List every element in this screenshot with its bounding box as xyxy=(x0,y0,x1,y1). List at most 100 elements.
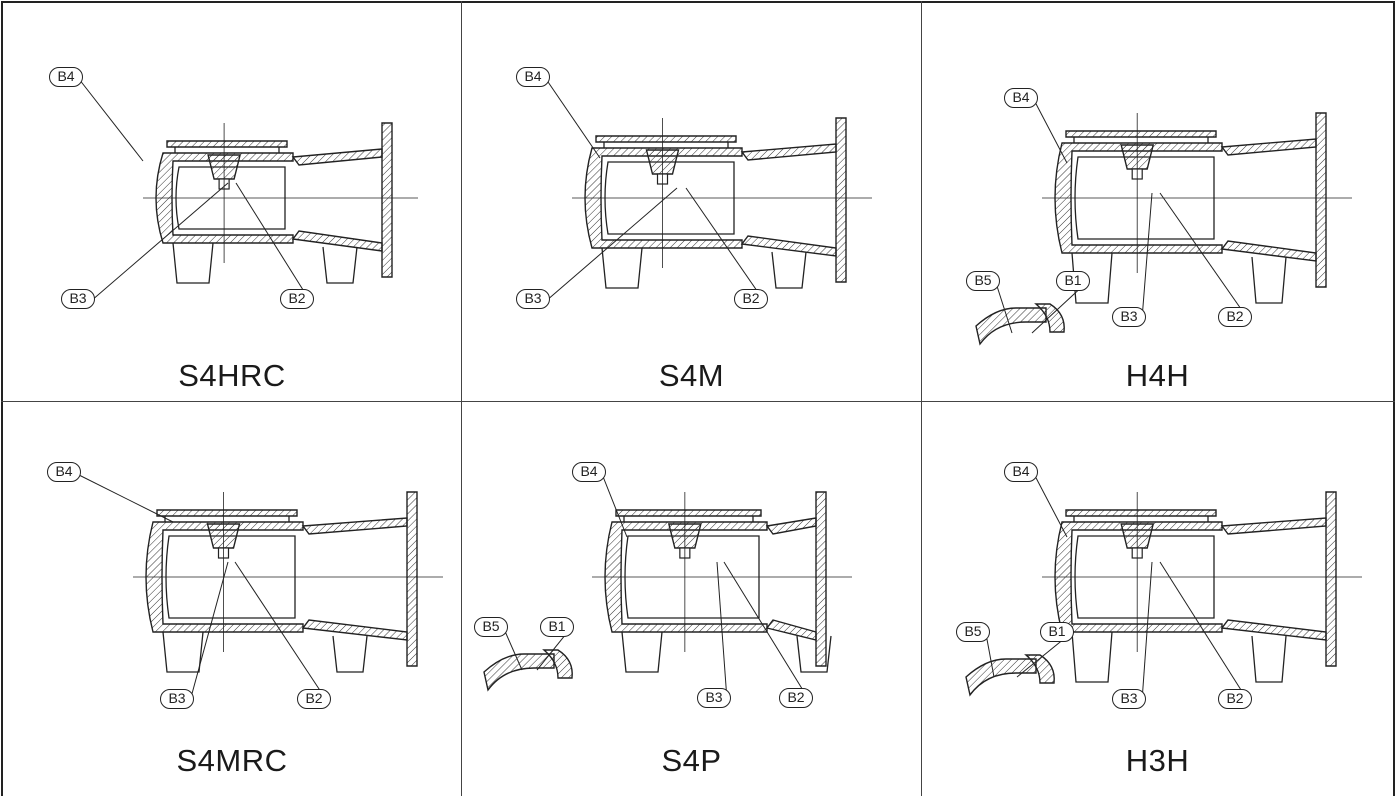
discharge-wall-bottom xyxy=(1220,619,1327,641)
detail-inset-ring xyxy=(542,649,573,679)
callout-label: B2 xyxy=(734,289,768,309)
callout-label: B1 xyxy=(540,617,574,637)
volute-chamber xyxy=(1074,535,1215,619)
discharge-wall-bottom xyxy=(740,235,837,257)
casing-wall xyxy=(145,521,304,633)
model-label: S4M xyxy=(658,358,725,393)
flange xyxy=(1325,491,1337,667)
callout-label: B2 xyxy=(779,688,813,708)
foot-right xyxy=(796,635,832,673)
cover-plate xyxy=(1065,130,1217,138)
volute-chamber xyxy=(165,535,296,619)
callout-label: B3 xyxy=(160,689,194,709)
leader-line xyxy=(235,182,311,302)
cover-bolts xyxy=(603,142,729,148)
foot-right xyxy=(332,635,368,673)
leader-line xyxy=(985,633,995,678)
table-top-border xyxy=(1,1,1395,3)
volute-chamber xyxy=(604,161,735,235)
cover-plate xyxy=(1065,509,1217,517)
discharge-wall-top xyxy=(765,517,817,535)
foot-right xyxy=(1251,635,1287,683)
leader-line xyxy=(1033,473,1068,538)
leader-line xyxy=(995,282,1013,334)
detail-inset xyxy=(483,653,555,692)
pump-casing-section-drawing xyxy=(78,78,418,302)
pump-casing-section-drawing xyxy=(76,473,443,702)
callout-label: B2 xyxy=(1218,689,1252,709)
leader-line xyxy=(234,561,328,702)
callout-label: B2 xyxy=(1218,307,1252,327)
callout-label: B2 xyxy=(280,289,314,309)
column-divider-1 xyxy=(461,1,462,796)
leader-line xyxy=(601,473,628,538)
discharge-wall-bottom xyxy=(291,230,383,252)
leader-line xyxy=(545,187,678,302)
foot-left xyxy=(601,247,643,289)
casing-wall xyxy=(155,152,294,244)
leader-line xyxy=(1141,192,1153,320)
callout-label: B4 xyxy=(572,462,606,482)
model-label: S4MRC xyxy=(176,743,288,778)
callout-label: B4 xyxy=(1004,88,1038,108)
table-right-border xyxy=(1393,1,1395,796)
cover-plate xyxy=(166,140,288,148)
cover-bolts xyxy=(1073,137,1209,143)
leader-line xyxy=(189,561,229,702)
casing-wall xyxy=(604,521,768,633)
leader-line xyxy=(716,561,728,701)
discharge-wall-top xyxy=(1220,517,1327,535)
table-left-border xyxy=(1,1,3,796)
column-divider-2 xyxy=(921,1,922,796)
callout-label: B4 xyxy=(516,67,550,87)
discharge-wall-top xyxy=(740,143,837,161)
pump-casing-section-drawing xyxy=(975,99,1352,346)
detail-inset xyxy=(975,307,1047,346)
callout-label: B2 xyxy=(297,689,331,709)
callout-label: B4 xyxy=(49,67,83,87)
model-label: S4P xyxy=(661,743,722,778)
casing-wall xyxy=(1054,142,1223,254)
callout-label: B4 xyxy=(1004,462,1038,482)
leader-line xyxy=(1159,561,1249,702)
leader-line xyxy=(503,628,523,671)
cover-bolts xyxy=(164,516,290,522)
foot-left xyxy=(162,631,204,673)
callout-label: B3 xyxy=(61,289,95,309)
flange xyxy=(815,491,827,667)
leader-line xyxy=(545,78,601,159)
cover-plate xyxy=(615,509,762,517)
leader-line xyxy=(1031,282,1087,334)
discharge-wall-top xyxy=(301,517,408,535)
callout-label: B3 xyxy=(1112,689,1146,709)
pump-casing-section-drawing xyxy=(965,473,1362,702)
callout-label: B5 xyxy=(956,622,990,642)
detail-inset-ring xyxy=(1034,303,1065,333)
flange xyxy=(406,491,418,667)
volute-chamber xyxy=(175,166,286,230)
callout-label: B1 xyxy=(1040,622,1074,642)
callout-label: B3 xyxy=(1112,307,1146,327)
flange xyxy=(835,117,847,283)
leader-line xyxy=(78,78,144,162)
detail-inset xyxy=(965,658,1037,697)
callout-label: B3 xyxy=(516,289,550,309)
cover-bolts xyxy=(1073,516,1209,522)
leader-line xyxy=(1141,561,1153,702)
leader-line xyxy=(76,473,174,523)
casing-wall xyxy=(1054,521,1223,633)
cover-bolts xyxy=(623,516,754,522)
leader-line xyxy=(1033,99,1068,164)
flange xyxy=(381,122,393,278)
foot-left xyxy=(172,242,214,284)
discharge-wall-top xyxy=(291,148,383,166)
callout-label: B5 xyxy=(474,617,508,637)
discharge-wall-bottom xyxy=(301,619,408,641)
discharge-wall-top xyxy=(1220,138,1317,156)
